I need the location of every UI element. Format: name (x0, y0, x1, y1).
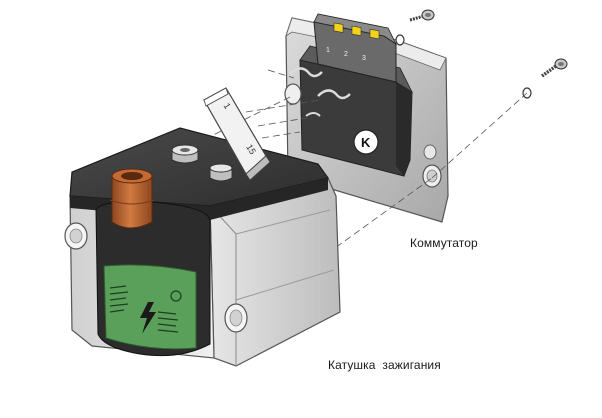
commutator-connector: 1 2 3 (313, 13, 398, 83)
spring-terminal (305, 112, 321, 117)
mounting-screw-right (541, 58, 568, 78)
ignition-coil: 1 15 (64, 87, 341, 367)
plate-mount-hole (284, 83, 302, 105)
clip-mark: 1 (222, 101, 233, 111)
clip-mark: 15 (244, 142, 258, 156)
connector-pin (333, 22, 344, 33)
sticker-text-lines (109, 285, 179, 333)
terminal-clip: 1 15 (203, 87, 271, 181)
washer-icon (395, 34, 405, 46)
sticker-dot-icon (170, 290, 182, 302)
connector-pin (369, 28, 380, 40)
hv-tower (109, 168, 155, 229)
connector-pin-label: 2 (344, 51, 348, 58)
commutator-badge-circle (353, 129, 379, 155)
spring-terminal (289, 67, 323, 78)
connector-pin-label: 3 (362, 55, 366, 62)
ignition-coil-label: Катушка зажигания (328, 358, 441, 372)
connector-pin-label: 1 (326, 47, 330, 54)
commutator-module: 1 2 3 K (284, 13, 449, 223)
plate-mount-hole (423, 144, 437, 160)
commutator-label: Коммутатор (410, 236, 478, 250)
connector-pin (351, 25, 362, 37)
spring-terminal (317, 89, 351, 100)
commutator-badge-letter: K (361, 135, 371, 150)
lightning-icon (140, 302, 156, 334)
terminal-stud (209, 163, 233, 182)
mounting-screw-top (409, 9, 435, 22)
terminal-stud (171, 144, 199, 164)
